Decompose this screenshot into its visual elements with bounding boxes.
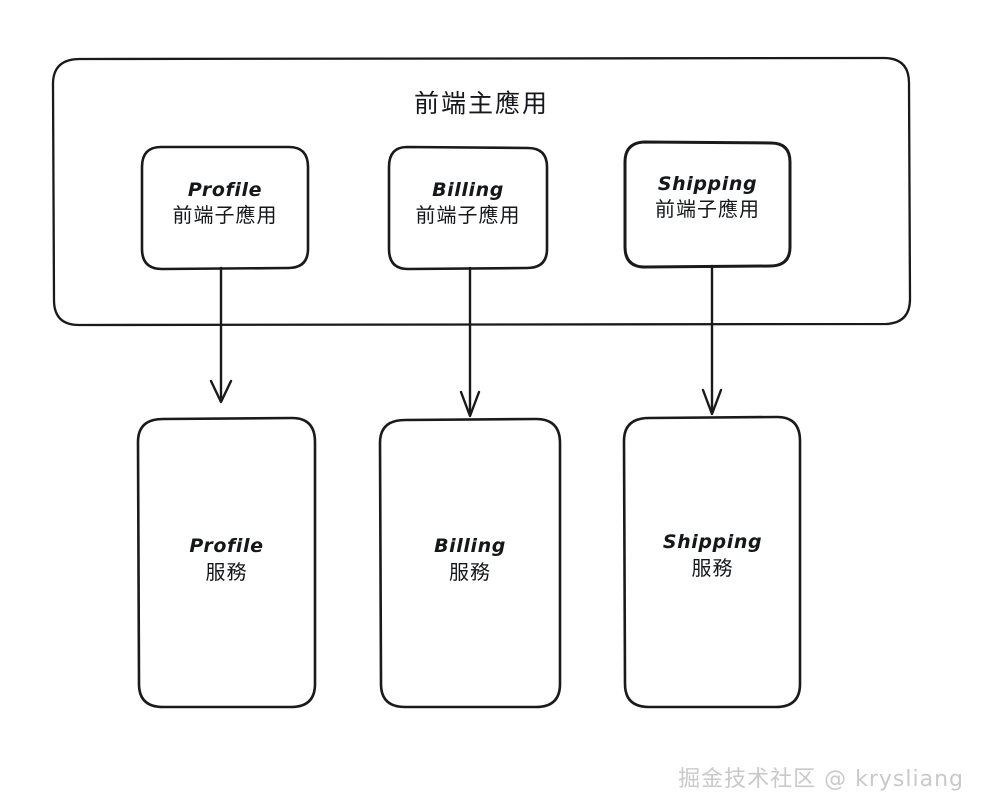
service-latin-billing: Billing <box>434 535 506 557</box>
shell-outline <box>51 56 912 327</box>
service-cjk-billing: 服務 <box>449 560 491 585</box>
subapp-cjk-profile: 前端子應用 <box>172 203 278 228</box>
connector-shipping <box>701 264 723 416</box>
subapp-label-billing: Billing 前端子應用 <box>389 178 547 229</box>
subapp-label-profile: Profile 前端子應用 <box>142 178 308 229</box>
subapp-latin-billing: Billing <box>432 179 504 201</box>
connector-billing <box>459 266 481 418</box>
service-box-profile[interactable] <box>136 416 317 709</box>
subapp-latin-profile: Profile <box>187 179 263 201</box>
subapp-cjk-billing: 前端子應用 <box>415 203 521 228</box>
service-box-shipping[interactable] <box>622 415 802 709</box>
subapp-label-shipping: Shipping 前端子應用 <box>625 172 790 223</box>
service-cjk-shipping: 服務 <box>691 556 734 581</box>
subapp-latin-shipping: Shipping <box>657 173 758 195</box>
connector-profile <box>209 266 233 404</box>
service-box-billing[interactable] <box>378 417 562 709</box>
service-latin-shipping: Shipping <box>662 531 763 553</box>
service-label-billing: Billing 服務 <box>380 534 560 586</box>
service-label-profile: Profile 服務 <box>138 534 315 586</box>
subapp-box-billing[interactable] <box>387 145 549 271</box>
subapp-box-shipping[interactable] <box>623 140 792 269</box>
service-cjk-profile: 服務 <box>205 560 248 585</box>
service-latin-profile: Profile <box>189 535 264 557</box>
watermark: 掘金技术社区 @ krysliang <box>678 767 964 792</box>
subapp-box-profile[interactable] <box>140 145 310 271</box>
subapp-cjk-shipping: 前端子應用 <box>655 197 760 222</box>
shell-title: 前端主應用 <box>413 89 549 118</box>
service-label-shipping: Shipping 服務 <box>625 530 800 582</box>
